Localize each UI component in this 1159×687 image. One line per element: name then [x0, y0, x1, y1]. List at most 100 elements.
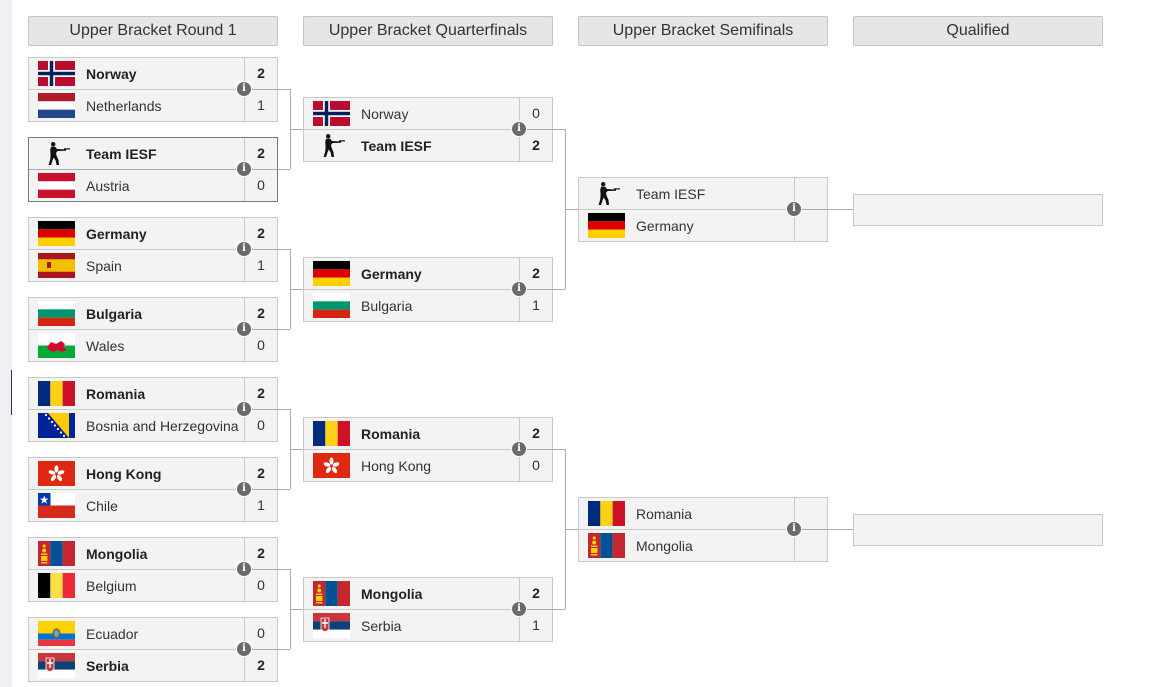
match-divider: [29, 169, 277, 170]
team-row-belgium[interactable]: Belgium: [29, 570, 244, 601]
team-score: 2: [244, 650, 277, 681]
info-icon[interactable]: i: [786, 201, 802, 217]
connector-line: [565, 209, 578, 210]
team-name: Mongolia: [86, 545, 148, 562]
team-name: Germany: [86, 225, 147, 242]
team-score: 0: [244, 618, 277, 649]
team-row-chile[interactable]: Chile: [29, 490, 244, 521]
team-row-hong-kong[interactable]: Hong Kong: [29, 458, 244, 489]
team-name: Team IESF: [361, 137, 432, 154]
team-row-germany[interactable]: Germany: [579, 210, 794, 241]
belgium-flag-icon: [38, 573, 75, 598]
team-score: 2: [519, 578, 552, 609]
team-name: Hong Kong: [86, 465, 162, 482]
team-row-norway[interactable]: Norway: [29, 58, 244, 89]
team-row-germany[interactable]: Germany: [304, 258, 519, 289]
info-icon[interactable]: i: [236, 81, 252, 97]
team-name: Team IESF: [636, 185, 706, 202]
info-icon[interactable]: i: [511, 121, 527, 137]
match-divider: [304, 449, 552, 450]
team-row-netherlands[interactable]: Netherlands: [29, 90, 244, 121]
team-name: Romania: [86, 385, 146, 402]
team-row-romania[interactable]: Romania: [579, 498, 794, 529]
team-name: Bulgaria: [361, 297, 413, 314]
hong-kong-flag-icon: [38, 461, 75, 486]
team-row-serbia[interactable]: Serbia: [29, 650, 244, 681]
match-divider: [579, 529, 827, 530]
connector-line: [290, 609, 303, 610]
connector-line: [278, 249, 290, 250]
gutter-marker: [11, 370, 12, 415]
team-row-spain[interactable]: Spain: [29, 250, 244, 281]
team-row-romania[interactable]: Romania: [304, 418, 519, 449]
team-iesf-flag-icon: [313, 133, 350, 158]
team-name: Belgium: [86, 577, 137, 594]
team-score: 0: [244, 410, 277, 441]
team-score: 0: [244, 570, 277, 601]
team-row-bosnia-and-herzegovina[interactable]: Bosnia and Herzegovina: [29, 410, 244, 441]
team-row-bulgaria[interactable]: Bulgaria: [29, 298, 244, 329]
team-score: 1: [519, 610, 552, 641]
team-name: Germany: [636, 217, 694, 234]
team-row-team-iesf[interactable]: Team IESF: [579, 178, 794, 209]
connector-line: [278, 409, 290, 410]
romania-flag-icon: [588, 501, 625, 526]
info-icon[interactable]: i: [236, 641, 252, 657]
team-score: [794, 178, 827, 209]
team-row-hong-kong[interactable]: Hong Kong: [304, 450, 519, 481]
team-row-mongolia[interactable]: Mongolia: [579, 530, 794, 561]
team-name: Serbia: [361, 617, 402, 634]
team-name: Norway: [361, 105, 409, 122]
match-divider: [304, 289, 552, 290]
team-row-bulgaria[interactable]: Bulgaria: [304, 290, 519, 321]
match-divider: [304, 609, 552, 610]
connector-line: [243, 649, 278, 650]
info-icon[interactable]: i: [236, 241, 252, 257]
bosnia-and-herzegovina-flag-icon: [38, 413, 75, 438]
norway-flag-icon: [38, 61, 75, 86]
team-row-serbia[interactable]: Serbia: [304, 610, 519, 641]
match-divider: [29, 89, 277, 90]
team-name: Chile: [86, 497, 118, 514]
info-icon[interactable]: i: [511, 601, 527, 617]
team-row-mongolia[interactable]: Mongolia: [304, 578, 519, 609]
connector-line: [290, 129, 291, 169]
team-name: Austria: [86, 177, 130, 194]
connector-line: [290, 289, 291, 329]
connector-line: [278, 569, 290, 570]
team-row-romania[interactable]: Romania: [29, 378, 244, 409]
info-icon[interactable]: i: [236, 561, 252, 577]
team-row-team-iesf[interactable]: Team IESF: [29, 138, 244, 169]
connector-line: [290, 569, 291, 610]
mongolia-flag-icon: [38, 541, 75, 566]
connector-line: [243, 249, 278, 250]
info-icon[interactable]: i: [786, 521, 802, 537]
info-icon[interactable]: i: [511, 281, 527, 297]
connector-line: [278, 649, 290, 650]
team-row-germany[interactable]: Germany: [29, 218, 244, 249]
info-icon[interactable]: i: [236, 321, 252, 337]
chile-flag-icon: [38, 493, 75, 518]
team-row-norway[interactable]: Norway: [304, 98, 519, 129]
team-name: Wales: [86, 337, 125, 354]
team-row-mongolia[interactable]: Mongolia: [29, 538, 244, 569]
team-row-austria[interactable]: Austria: [29, 170, 244, 201]
team-row-team-iesf[interactable]: Team IESF: [304, 130, 519, 161]
info-icon[interactable]: i: [511, 441, 527, 457]
connector-line: [518, 129, 553, 130]
info-icon[interactable]: i: [236, 401, 252, 417]
match-semifinals-1[interactable]: Team IESF Germany: [578, 177, 828, 242]
spain-flag-icon: [38, 253, 75, 278]
team-row-ecuador[interactable]: Ecuador: [29, 618, 244, 649]
info-icon[interactable]: i: [236, 481, 252, 497]
team-row-wales[interactable]: Wales: [29, 330, 244, 361]
connector-line: [243, 329, 278, 330]
connector-line: [565, 449, 566, 530]
info-icon[interactable]: i: [236, 161, 252, 177]
ecuador-flag-icon: [38, 621, 75, 646]
